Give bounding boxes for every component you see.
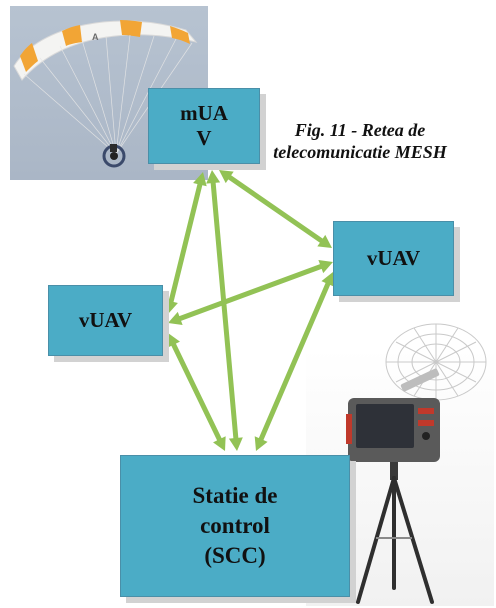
link-muav-vuav-left: [164, 172, 207, 314]
node-muav-label: mUA V: [180, 101, 228, 150]
node-vuav-left: vUAV: [48, 285, 163, 356]
node-muav: mUA V: [148, 88, 260, 164]
node-vuav-right-label: vUAV: [366, 246, 421, 271]
node-scc: Statie de control (SCC): [120, 455, 350, 597]
node-vuav-left-label: vUAV: [78, 308, 133, 333]
link-vuav-right-scc: [254, 272, 335, 451]
link-vuav-right-vuav-left: [168, 259, 333, 326]
link-muav-vuav-right: [219, 170, 332, 248]
svg-text:A: A: [92, 32, 99, 42]
link-vuav-left-scc: [167, 333, 226, 451]
node-vuav-right: vUAV: [333, 221, 454, 296]
link-muav-scc: [206, 170, 243, 451]
node-scc-label: Statie de control (SCC): [192, 483, 278, 568]
figure-caption: Fig. 11 - Retea de telecomunicatie MESH: [273, 120, 447, 162]
